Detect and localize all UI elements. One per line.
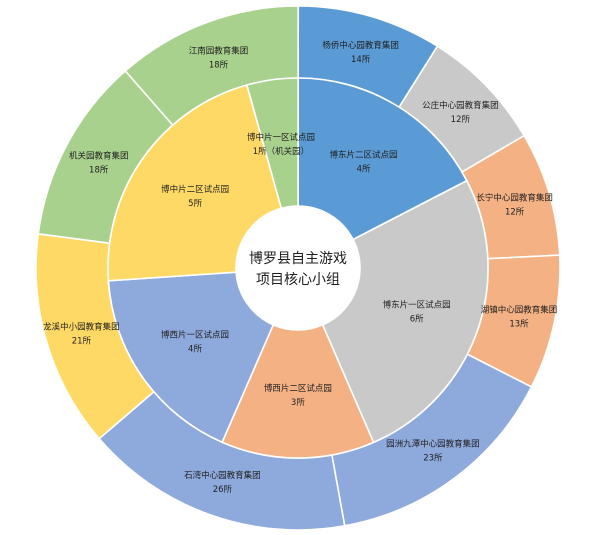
outer-segment-8-count: 18所 (209, 59, 229, 70)
inner-segment-1-name: 博东片一区试点园 (383, 299, 451, 310)
outer-segment-2-count: 12所 (505, 207, 525, 218)
inner-segment-3-name: 博西片一区试点园 (161, 330, 229, 341)
inner-segment-3 (107, 271, 275, 444)
inner-segment-5-count: 1所（机关园） (253, 146, 309, 157)
inner-segment-4-name: 博中片二区试点园 (161, 184, 229, 195)
center-title-line1: 博罗县自主游戏 (249, 250, 347, 267)
outer-segment-7-count: 18所 (89, 164, 109, 175)
inner-segment-3-count: 4所 (188, 344, 202, 355)
outer-segment-4-name: 园洲九潭中心园教育集团 (386, 438, 480, 449)
inner-segment-5-name: 博中片一区试点园 (247, 132, 315, 143)
inner-segment-0-count: 4所 (357, 163, 371, 174)
outer-segment-6-name: 龙溪中小园教育集团 (43, 321, 120, 332)
outer-segment-2-name: 长宁中心园教育集团 (476, 193, 553, 204)
outer-segment-8-name: 江南园教育集团 (189, 45, 249, 56)
inner-segment-0-name: 博东片二区试点园 (330, 149, 398, 160)
outer-segment-3-name: 湖镇中心园教育集团 (481, 304, 558, 315)
outer-segment-7-name: 机关园教育集团 (69, 150, 129, 161)
segment-labels: 杨侨中心园教育集团14所公庄中心园教育集团12所长宁中心园教育集团12所湖镇中心… (43, 40, 557, 495)
outer-segment-3-count: 13所 (509, 318, 529, 329)
outer-segment-1-name: 公庄中心园教育集团 (422, 100, 499, 111)
inner-segment-1-count: 6所 (410, 313, 424, 324)
outer-segment-6-count: 21所 (72, 335, 92, 346)
outer-segment-0-count: 14所 (351, 54, 371, 65)
outer-segment-4-count: 23所 (423, 452, 443, 463)
outer-segment-5-count: 26所 (213, 484, 233, 495)
inner-segment-2-count: 3所 (291, 397, 305, 408)
center-title-line2: 项目核心小组 (256, 272, 340, 288)
center-hole (236, 206, 360, 330)
outer-ring (35, 5, 561, 531)
outer-segment-1-count: 12所 (451, 114, 471, 125)
outer-segment-0-name: 杨侨中心园教育集团 (322, 40, 399, 51)
inner-ring (107, 77, 489, 459)
outer-segment-5-name: 石湾中心园教育集团 (184, 470, 261, 481)
inner-segment-4-count: 5所 (188, 198, 202, 209)
inner-segment-2-name: 博西片二区试点园 (264, 383, 332, 394)
inner-segment-0 (297, 77, 468, 241)
